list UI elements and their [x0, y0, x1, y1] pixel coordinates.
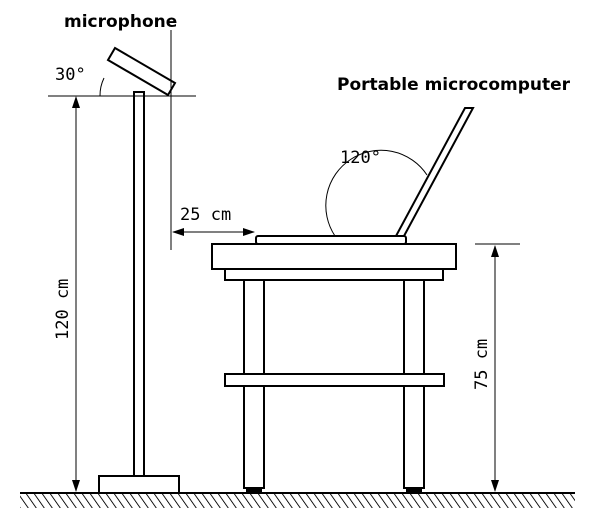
screen-angle-label: 120°: [340, 148, 381, 168]
computer-title: Portable microcomputer: [337, 75, 571, 95]
laptop-icon: [255, 107, 475, 245]
screen-angle-arc: [325, 149, 428, 237]
mic-height-label: 120 cm: [53, 279, 73, 340]
table-icon: [211, 243, 457, 493]
microphone-icon: [106, 46, 177, 97]
table-height-label: 75 cm: [472, 339, 492, 390]
table-height-dimension: [475, 243, 520, 492]
microphone-stand: [98, 91, 180, 494]
distance-label: 25 cm: [180, 205, 231, 225]
mic-angle-label: 30°: [55, 65, 86, 85]
distance-dimension: [172, 228, 255, 236]
mic-height-dimension: [60, 96, 99, 494]
microphone-title: microphone: [64, 12, 177, 32]
floor-hatch-icon: [20, 492, 575, 508]
microphone-reference-lines: [48, 30, 196, 250]
